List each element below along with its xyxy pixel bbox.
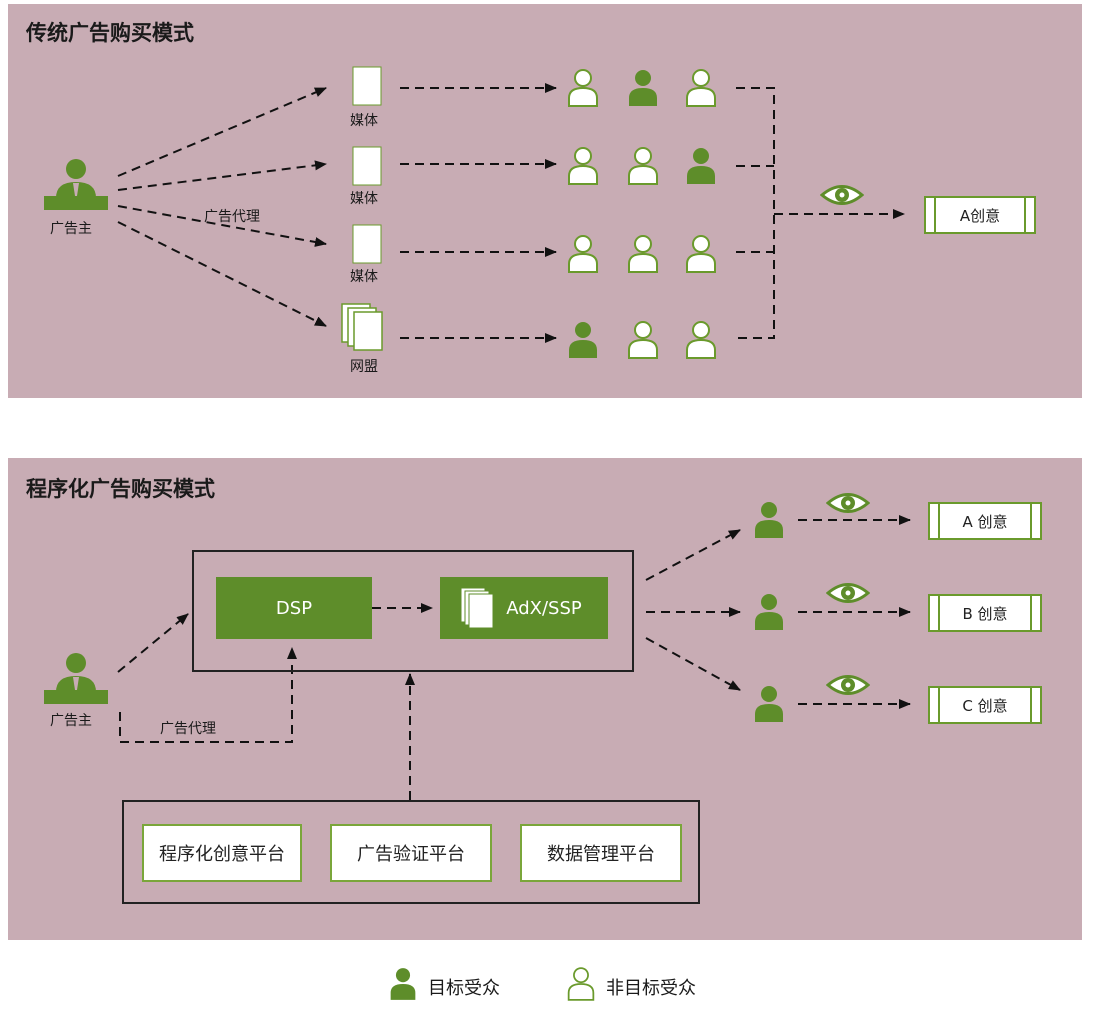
eye-icon [820,185,864,205]
advertiser-label: 广告主 [50,713,92,729]
creative-a-box: A创意 [924,196,1036,234]
target-audience-icon [755,502,783,538]
non-target-audience-legend-icon [567,967,595,1001]
media-label-2: 媒体 [350,191,378,207]
ad-network-docs-icon [341,303,383,351]
target-audience-legend-icon [390,968,416,1000]
target-audience-icon [629,70,657,106]
target-audience-icon [755,594,783,630]
media-doc-icon [352,66,382,106]
adx-ssp-box: AdX/SSP [440,577,608,639]
creative-c-box: C 创意 [928,686,1042,724]
eye-icon [826,675,870,695]
ad-verification-platform-box: 广告验证平台 [330,824,492,882]
legend-non-target-label: 非目标受众 [606,978,696,999]
creative-a-box: A 创意 [928,502,1042,540]
legend-target-label: 目标受众 [428,978,500,999]
media-doc-icon [352,224,382,264]
non-target-audience-icon [628,321,658,359]
non-target-audience-icon [686,321,716,359]
creative-b-box: B 创意 [928,594,1042,632]
exchange-box [192,550,634,672]
non-target-audience-icon [628,147,658,185]
media-doc-icon [352,146,382,186]
advertiser-label: 广告主 [50,221,92,237]
traditional-title: 传统广告购买模式 [26,21,194,45]
target-audience-icon [687,148,715,184]
target-audience-icon [569,322,597,358]
traditional-panel [8,4,1082,398]
advertiser-icon [44,159,108,210]
docs-icon [460,587,494,629]
agency-label: 广告代理 [204,209,260,225]
eye-icon [826,493,870,513]
creative-platform-box: 程序化创意平台 [142,824,302,882]
platforms-box [122,800,700,904]
media-label-1: 媒体 [350,113,378,129]
ad-network-label: 网盟 [350,359,378,375]
programmatic-title: 程序化广告购买模式 [26,477,215,501]
dsp-box: DSP [216,577,372,639]
non-target-audience-icon [686,235,716,273]
non-target-audience-icon [686,69,716,107]
eye-icon [826,583,870,603]
target-audience-icon [755,686,783,722]
media-label-3: 媒体 [350,269,378,285]
agency-label: 广告代理 [160,721,216,737]
non-target-audience-icon [568,147,598,185]
advertiser-icon [44,653,108,704]
non-target-audience-icon [568,69,598,107]
data-management-platform-box: 数据管理平台 [520,824,682,882]
non-target-audience-icon [628,235,658,273]
non-target-audience-icon [568,235,598,273]
adx-ssp-label: AdX/SSP [506,597,582,619]
